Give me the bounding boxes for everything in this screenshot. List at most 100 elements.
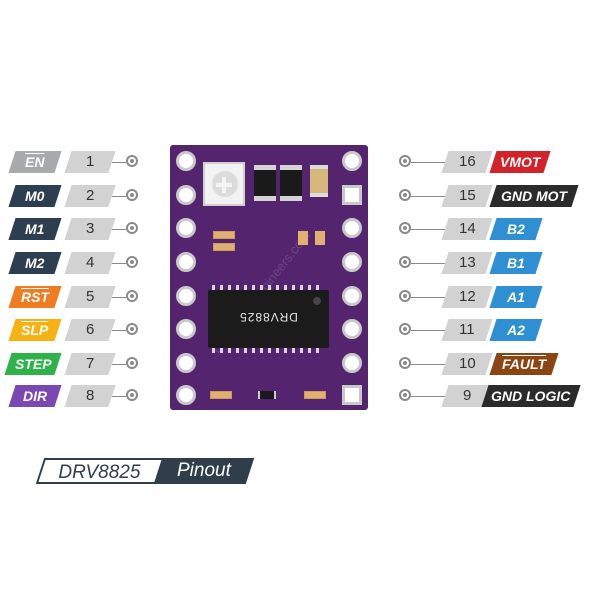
pin-number: 15 (458, 187, 476, 204)
chip-leg (292, 348, 295, 353)
diode-component (254, 165, 276, 201)
pin-label: FAULT (501, 356, 547, 372)
pin-label-tag: GND LOGIC (481, 385, 581, 407)
left-pin-row-4: M2 4 (0, 252, 150, 276)
pin-label-tag: STEP (4, 353, 62, 375)
left-pin-row-8: DIR 8 (0, 385, 150, 409)
pin-terminal-dot (126, 290, 138, 302)
pin-number: 16 (458, 153, 476, 170)
board-hole (342, 252, 362, 272)
board-hole (176, 319, 196, 339)
pin-label-tag: FAULT (489, 353, 559, 375)
chip-leg (244, 348, 247, 353)
potentiometer (203, 162, 245, 206)
pin-label-tag: M2 (8, 252, 62, 274)
pin-connector-line (112, 297, 126, 298)
pin-terminal-dot (399, 290, 411, 302)
board-hole (342, 218, 362, 238)
smd-resistor (304, 391, 326, 399)
pin-label-tag: RST (8, 286, 62, 308)
pin-number-tag: 10 (441, 353, 493, 375)
pin-connector-line (112, 364, 126, 365)
chip-leg (276, 348, 279, 353)
smd-resistor (210, 391, 232, 399)
smd-capacitor (315, 231, 325, 245)
chip-leg (300, 285, 303, 290)
pin-connector-line (411, 330, 445, 331)
drv8825-board: LastMinuteEngineers.com (170, 145, 368, 410)
pin-terminal-dot (399, 389, 411, 401)
smd-resistor-dark (258, 391, 276, 399)
board-hole (176, 185, 196, 205)
pin-terminal-dot (399, 357, 411, 369)
chip-leg (220, 285, 223, 290)
left-pin-row-2: M0 2 (0, 185, 150, 209)
board-hole (176, 151, 196, 171)
pin-label: STEP (14, 356, 52, 372)
pin-number-tag: 3 (64, 218, 116, 240)
chip-leg (236, 348, 239, 353)
pinout-title-suffix: Pinout (153, 458, 255, 484)
pin-connector-line (411, 196, 445, 197)
left-pin-row-6: SLP 6 (0, 319, 150, 343)
board-hole (176, 218, 196, 238)
smd-resistor (213, 243, 235, 251)
pin-label: M1 (25, 221, 45, 237)
smd-capacitor (298, 231, 308, 245)
pin-number-tag: 2 (64, 185, 116, 207)
pin-connector-line (112, 396, 126, 397)
pin-connector-line (112, 196, 126, 197)
title-suffix-text: Pinout (177, 460, 231, 481)
pin-terminal-dot (126, 389, 138, 401)
chip-leg (300, 348, 303, 353)
pin-number: 5 (85, 288, 95, 305)
pin-terminal-dot (399, 323, 411, 335)
chip-leg (252, 348, 255, 353)
pin-number: 2 (85, 187, 95, 204)
chip-label: DRV8825 (239, 310, 298, 324)
pin-number-tag: 16 (441, 151, 493, 173)
chip-leg (236, 285, 239, 290)
pin-label: VMOT (499, 154, 541, 170)
pin-label: EN (25, 154, 45, 170)
chip-leg (268, 348, 271, 353)
pin-number-tag: 14 (441, 218, 493, 240)
right-pin-row-16: 16 VMOT (395, 151, 585, 175)
pin-label-tag: M1 (8, 218, 62, 240)
pin-number-tag: 8 (64, 385, 116, 407)
board-hole (342, 286, 362, 306)
board-hole (342, 319, 362, 339)
left-pin-row-3: M1 3 (0, 218, 150, 242)
pin-number: 11 (459, 321, 475, 338)
pinout-title-part: DRV8825 (35, 458, 165, 484)
chip-pin1-marker (313, 297, 321, 305)
right-pin-row-9: 9 GND LOGIC (395, 385, 585, 409)
pin-label-tag: DIR (8, 385, 62, 407)
pin-label-tag: A1 (489, 286, 543, 308)
board-square-pad (342, 185, 362, 205)
pin-connector-line (411, 396, 445, 397)
right-pin-row-14: 14 B2 (395, 218, 585, 242)
board-hole (176, 286, 196, 306)
pin-connector-line (411, 297, 445, 298)
pin-number: 1 (85, 153, 95, 170)
chip-leg (316, 285, 319, 290)
capacitor-component (310, 165, 328, 197)
board-hole (176, 353, 196, 373)
pin-number: 4 (85, 254, 95, 271)
pin-number-tag: 6 (64, 319, 116, 341)
pin-label-tag: SLP (8, 319, 62, 341)
pin-terminal-dot (399, 222, 411, 234)
pin-label: B2 (507, 221, 525, 237)
chip-leg (284, 285, 287, 290)
pin-terminal-dot (399, 189, 411, 201)
pin-label-tag: B1 (489, 252, 543, 274)
chip-leg (252, 285, 255, 290)
pin-number: 8 (85, 387, 95, 404)
chip-leg (212, 285, 215, 290)
pin-connector-line (411, 263, 445, 264)
left-pin-row-7: STEP 7 (0, 353, 150, 377)
pin-number-tag: 11 (441, 319, 493, 341)
pin-terminal-dot (126, 256, 138, 268)
pin-label-tag: VMOT (489, 151, 551, 173)
